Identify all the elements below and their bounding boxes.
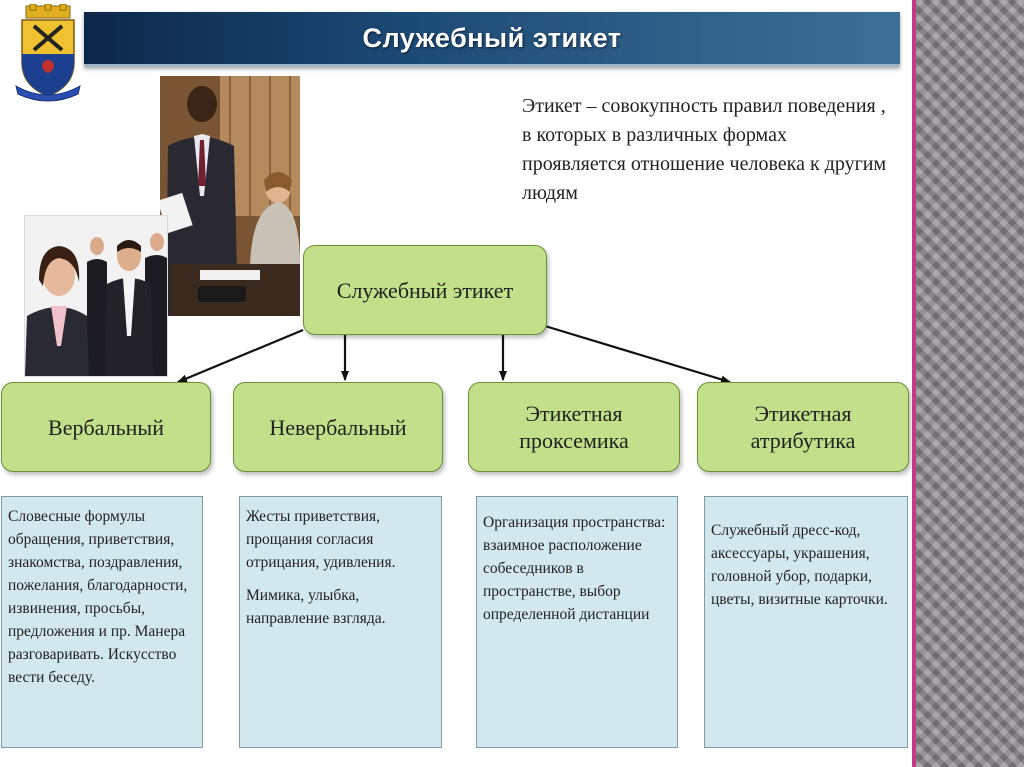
slide-title: Служебный этикет (362, 23, 622, 53)
description-box-proxemics: Организация пространства: взаимное распо… (476, 496, 678, 748)
category-label: Этикетная атрибутика (750, 401, 856, 453)
business-team-photo (24, 215, 168, 377)
accent-border (912, 0, 916, 767)
office-meeting-photo (160, 76, 300, 316)
description-text: Служебный дресс-код, аксессуары, украшен… (711, 522, 888, 608)
etiquette-definition: Этикет – совокупность правил поведения ,… (522, 95, 887, 204)
description-text: Организация пространства: взаимное распо… (483, 514, 666, 623)
description-text: Мимика, улыбка, направление взгляда. (246, 587, 386, 627)
arrow-to-verbal (177, 328, 304, 384)
description-text: Жесты приветствия, прощания согласия отр… (246, 508, 396, 571)
description-box-attributes: Служебный дресс-код, аксессуары, украшен… (704, 496, 908, 748)
category-node-attributes: Этикетная атрибутика (697, 382, 909, 472)
category-label: Этикетная проксемика (519, 401, 629, 453)
connector-arrows (177, 324, 731, 384)
description-text: Словесные формулы обращения, приветствия… (8, 508, 188, 686)
category-node-nonverbal: Невербальный (233, 382, 443, 472)
description-box-nonverbal: Жесты приветствия, прощания согласия отр… (239, 496, 442, 748)
root-node: Служебный этикет (303, 245, 547, 335)
arrow-to-attributes (544, 324, 731, 384)
decorative-side-panel (916, 0, 1024, 767)
description-box-verbal: Словесные формулы обращения, приветствия… (1, 496, 203, 748)
category-node-verbal: Вербальный (1, 382, 211, 472)
coat-of-arms-emblem (15, 4, 81, 102)
category-label: Невербальный (269, 414, 407, 440)
slide: Служебный этикет Этикет – совокупность п… (1, 4, 909, 748)
title-bar: Служебный этикет (84, 12, 900, 67)
category-node-proxemics: Этикетная проксемика (468, 382, 680, 472)
category-label: Вербальный (48, 414, 164, 440)
root-node-label: Служебный этикет (336, 277, 514, 303)
